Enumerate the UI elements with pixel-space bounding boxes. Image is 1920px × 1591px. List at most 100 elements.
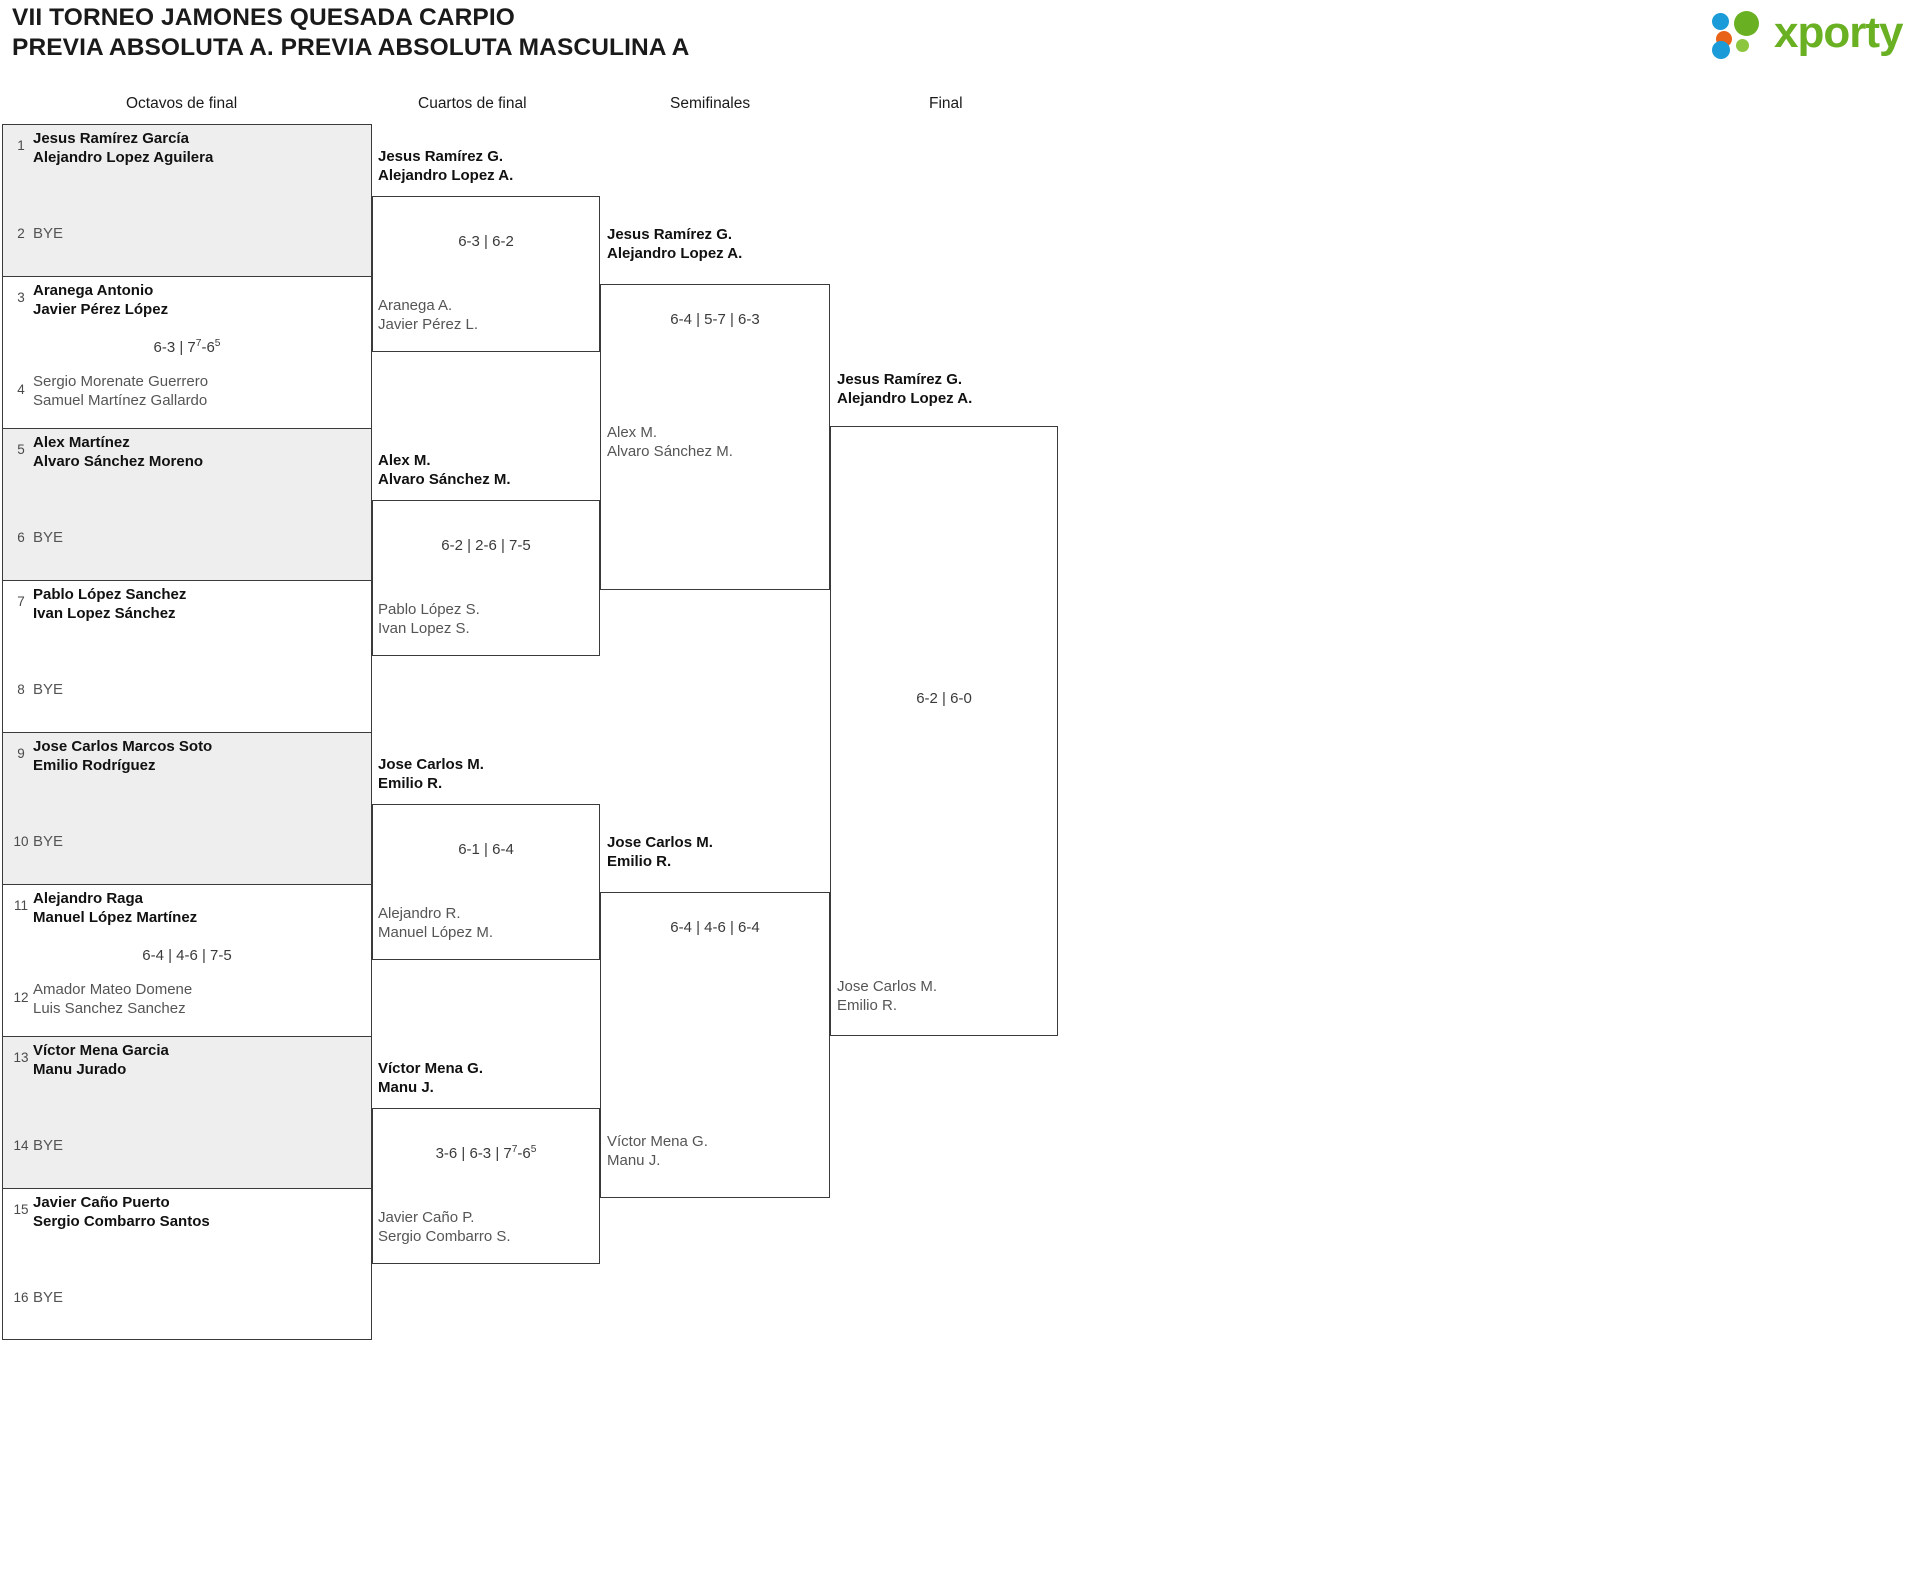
qf-1-score: 6-3 | 6-2 (458, 233, 514, 250)
sf-match-2-box[interactable] (600, 892, 830, 1198)
qf-2-top-b: Alvaro Sánchez M. (378, 470, 511, 488)
final-bottom-b: Emilio R. (837, 996, 898, 1014)
sf-2-bottom-a: Víctor Mena G. (607, 1133, 708, 1150)
r16-team-top-4a: Pablo López Sanchez (33, 586, 187, 603)
r16-team-top-2a: Aranega Antonio (33, 282, 154, 299)
qf-1-top-b: Alejandro Lopez A. (378, 166, 514, 184)
qf-4-bottom-b: Sergio Combarro S. (378, 1227, 511, 1245)
r16-match-6[interactable]: 11 Alejandro Raga Manuel López Martínez … (3, 885, 371, 1037)
r16-team-bottom-5a: BYE (33, 833, 64, 850)
qf-2-score: 6-2 | 2-6 | 7-5 (441, 537, 531, 554)
r16-match-4[interactable]: 7 Pablo López Sanchez Ivan Lopez Sánchez… (3, 581, 371, 733)
round-header-final: Final (929, 95, 963, 112)
r16-seed-7: 7 (17, 594, 25, 609)
logo-wordmark: xporty (1774, 8, 1903, 57)
logo-dots-icon (1712, 11, 1774, 59)
r16-team-top-2b: Javier Pérez López (33, 300, 169, 318)
qf-4-score-text: 3-6 | 6-3 | 77-65 (435, 1144, 537, 1162)
qf-4-bottom-a: Javier Caño P. (378, 1209, 475, 1226)
r16-team-bottom-7a: BYE (33, 1137, 64, 1154)
r16-seed-1: 1 (17, 138, 25, 153)
r16-match-5[interactable]: 9 Jose Carlos Marcos Soto Emilio Rodrígu… (3, 733, 371, 885)
qf-3-bottom-a: Alejandro R. (378, 905, 461, 922)
r16-match-2[interactable]: 3 Aranega Antonio Javier Pérez López 6-3… (3, 277, 371, 429)
qf-4-top-a: Víctor Mena G. (378, 1060, 484, 1077)
r16-seed-4: 4 (17, 382, 25, 397)
r16-seed-2: 2 (17, 226, 25, 241)
r16-seed-13: 13 (13, 1050, 29, 1065)
r16-team-top-7a: Víctor Mena Garcia (33, 1042, 169, 1059)
qf-3-top-b: Emilio R. (378, 774, 443, 792)
r16-team-bottom-2a: Sergio Morenate Guerrero (33, 373, 209, 390)
r16-score-6: 6-4 | 4-6 | 7-5 (142, 947, 232, 964)
r16-match-8[interactable]: 15 Javier Caño Puerto Sergio Combarro Sa… (3, 1189, 371, 1339)
qf-3-top-a: Jose Carlos M. (378, 756, 484, 773)
r16-team-top-5b: Emilio Rodríguez (33, 756, 156, 774)
sf-1-score: 6-4 | 5-7 | 6-3 (670, 311, 760, 328)
r16-seed-10: 10 (13, 834, 29, 849)
r16-seed-15: 15 (13, 1202, 29, 1217)
r16-seed-3: 3 (17, 290, 25, 305)
final-score: 6-2 | 6-0 (916, 690, 972, 707)
qf-1-top-a: Jesus Ramírez G. (378, 148, 504, 165)
round-header-cuartos: Cuartos de final (418, 95, 527, 112)
sf-2-bottom-b: Manu J. (607, 1151, 661, 1169)
r16-team-top-4b: Ivan Lopez Sánchez (33, 604, 176, 622)
qf-2-bottom-a: Pablo López S. (378, 601, 480, 618)
r16-team-top-6b: Manuel López Martínez (33, 908, 198, 926)
r16-team-bottom-1a: BYE (33, 225, 64, 242)
r16-team-bottom-2b: Samuel Martínez Gallardo (33, 391, 208, 409)
logo-dot-green-big (1734, 11, 1759, 36)
sf-2-score: 6-4 | 4-6 | 6-4 (670, 919, 760, 936)
r16-seed-8: 8 (17, 682, 25, 697)
r16-team-bottom-6a: Amador Mateo Domene (33, 981, 193, 998)
sf-1-bottom-b: Alvaro Sánchez M. (607, 442, 733, 460)
qf-match-4-box[interactable] (372, 1108, 600, 1264)
r16-seed-16: 16 (13, 1290, 29, 1305)
r16-team-top-6a: Alejandro Raga (33, 890, 144, 907)
final-top-a: Jesus Ramírez G. (837, 371, 963, 388)
qf-match-1-box[interactable] (372, 196, 600, 352)
r16-team-bottom-4a: BYE (33, 681, 64, 698)
tournament-title-block: VII TORNEO JAMONES QUESADA CARPIO PREVIA… (12, 3, 689, 63)
qf-match-3-box[interactable] (372, 804, 600, 960)
xporty-logo[interactable]: xporty (1712, 5, 1912, 65)
tournament-title-line-2: PREVIA ABSOLUTA A. PREVIA ABSOLUTA MASCU… (12, 34, 690, 61)
r16-seed-11: 11 (13, 898, 28, 913)
qf-match-2-box[interactable] (372, 500, 600, 656)
qf-2-top-a: Alex M. (378, 452, 431, 469)
r16-team-top-8b: Sergio Combarro Santos (33, 1212, 210, 1230)
r16-score-2: 6-3 | 77-65 (3, 338, 371, 356)
qf-1-bottom-a: Aranega A. (378, 297, 453, 314)
qf-4-score: 3-6 | 6-3 | 77-65 (372, 1144, 600, 1162)
r16-team-top-3a: Alex Martínez (33, 434, 130, 451)
r16-score-2-text: 6-3 | 77-65 (153, 338, 221, 356)
r16-team-top-1b: Alejandro Lopez Aguilera (33, 148, 214, 166)
r16-team-top-1a: Jesus Ramírez García (33, 130, 189, 147)
r16-team-top-3b: Alvaro Sánchez Moreno (33, 452, 204, 470)
r16-team-top-8a: Javier Caño Puerto (33, 1194, 170, 1211)
r16-match-7[interactable]: 13 Víctor Mena Garcia Manu Jurado 14 BYE (3, 1037, 371, 1189)
logo-dot-blue-top (1712, 13, 1729, 30)
sf-1-bottom-a: Alex M. (607, 424, 658, 441)
r16-seed-6: 6 (17, 530, 25, 545)
r16-match-1[interactable]: 1 Jesus Ramírez García Alejandro Lopez A… (3, 125, 371, 277)
logo-dot-green-small (1736, 39, 1749, 52)
r16-seed-12: 12 (13, 990, 29, 1005)
r16-match-3[interactable]: 5 Alex Martínez Alvaro Sánchez Moreno 6 … (3, 429, 371, 581)
sf-match-1-box[interactable] (600, 284, 830, 590)
round-of-16-column: 1 Jesus Ramírez García Alejandro Lopez A… (2, 124, 372, 1340)
final-bottom-a: Jose Carlos M. (837, 978, 938, 995)
final-match-box[interactable] (830, 426, 1058, 1036)
sf-1-top-b: Alejandro Lopez A. (607, 244, 743, 262)
round-header-semifinales: Semifinales (670, 95, 751, 112)
sf-1-top-a: Jesus Ramírez G. (607, 226, 733, 243)
r16-seed-9: 9 (17, 746, 25, 761)
r16-seed-14: 14 (13, 1138, 29, 1153)
page-header: VII TORNEO JAMONES QUESADA CARPIO PREVIA… (0, 0, 1920, 80)
tournament-title-line-1: VII TORNEO JAMONES QUESADA CARPIO (12, 4, 515, 31)
qf-3-score: 6-1 | 6-4 (458, 841, 514, 858)
round-header-octavos: Octavos de final (126, 95, 238, 112)
sf-2-top-a: Jose Carlos M. (607, 834, 713, 851)
